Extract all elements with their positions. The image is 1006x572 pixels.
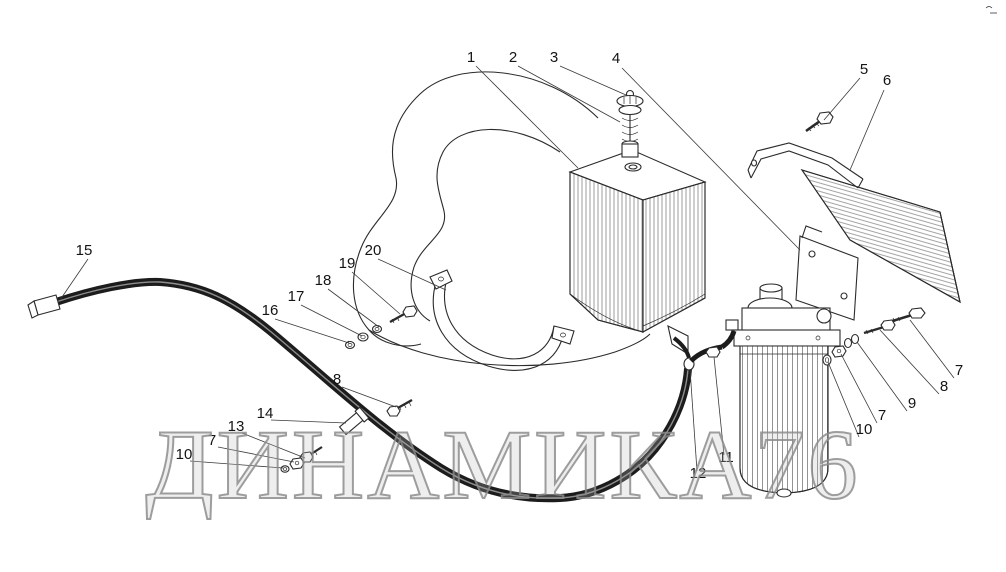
callout-19: 19 xyxy=(339,255,356,272)
callout-15: 15 xyxy=(76,242,93,259)
leader-line xyxy=(351,271,401,315)
leader-line xyxy=(189,460,284,469)
callout-8b: 8 xyxy=(940,378,948,395)
bracket-bolt xyxy=(805,111,834,133)
corner-artifact xyxy=(985,6,997,14)
watermark-text: ДИНАМИКА76 xyxy=(146,409,861,520)
leader-line xyxy=(327,288,380,328)
leader-line xyxy=(59,258,89,301)
callout-12: 12 xyxy=(690,465,707,482)
washer-10-left xyxy=(280,465,290,473)
callout-5: 5 xyxy=(860,61,868,78)
lock-washer-16 xyxy=(344,340,356,350)
leader-lines xyxy=(59,65,955,472)
strap-hardware xyxy=(344,305,418,350)
callout-14: 14 xyxy=(257,405,274,422)
fitting-nut-11 xyxy=(705,346,721,358)
callout-11: 11 xyxy=(718,449,734,466)
callout-7c: 7 xyxy=(208,432,216,449)
callouts: 1 2 3 4 5 6 15 20 19 18 17 16 8 7 8 9 7 … xyxy=(76,49,964,482)
callout-4: 4 xyxy=(612,50,620,67)
filter-fasteners xyxy=(822,307,926,366)
callout-10b: 10 xyxy=(176,446,193,463)
leader-line xyxy=(377,258,447,291)
callout-6: 6 xyxy=(883,72,891,89)
washer-9 xyxy=(843,333,860,349)
callout-2: 2 xyxy=(509,49,517,66)
decorative-swirl xyxy=(352,71,651,367)
hose-clamp-14 xyxy=(338,406,370,436)
leader-line xyxy=(341,386,397,408)
leader-line xyxy=(879,329,940,395)
leader-line xyxy=(827,361,860,438)
leader-line xyxy=(689,368,698,472)
nut-7 xyxy=(831,345,847,358)
leader-line xyxy=(713,356,725,456)
hose-clamp-group xyxy=(280,398,413,473)
leader-line xyxy=(840,353,878,424)
callout-7a: 7 xyxy=(955,362,963,379)
leader-line xyxy=(475,65,579,169)
fuel-filter xyxy=(725,283,841,498)
callout-16: 16 xyxy=(262,302,279,319)
washer-18 xyxy=(371,324,383,334)
leader-line xyxy=(241,432,306,459)
tank-strap xyxy=(429,269,575,371)
support-bracket xyxy=(747,142,961,304)
callout-9: 9 xyxy=(908,395,916,412)
leader-line xyxy=(823,77,861,121)
filter-mounting-plate xyxy=(795,225,859,321)
leader-line xyxy=(300,304,363,337)
filter-inlet-port xyxy=(725,319,739,331)
leader-line xyxy=(270,419,347,424)
washer-10 xyxy=(822,354,832,366)
leader-line xyxy=(517,65,621,123)
leader-line xyxy=(274,318,350,344)
leader-line xyxy=(856,341,908,412)
leader-line xyxy=(559,65,627,96)
callout-10a: 10 xyxy=(856,421,873,438)
callout-18: 18 xyxy=(315,272,332,289)
fuel-hose xyxy=(27,277,737,503)
leader-line xyxy=(909,319,955,379)
callout-8a: 8 xyxy=(333,371,341,388)
bolt-8-left xyxy=(386,398,413,417)
filler-cap-assembly xyxy=(616,89,644,158)
washer-17 xyxy=(357,332,369,342)
callout-7b: 7 xyxy=(878,407,886,424)
bolt-8 xyxy=(863,319,896,335)
bolt-19 xyxy=(389,305,418,324)
callout-17: 17 xyxy=(288,288,305,305)
callout-13: 13 xyxy=(228,418,245,435)
callout-1: 1 xyxy=(467,49,475,66)
hose-end-fitting-15 xyxy=(33,294,61,316)
clamp-bolt-13 xyxy=(299,446,323,463)
callout-20: 20 xyxy=(365,242,382,259)
leader-line xyxy=(217,446,295,463)
expansion-tank xyxy=(568,149,707,355)
nut-7-left xyxy=(289,457,305,470)
leader-line xyxy=(621,67,801,251)
callout-3: 3 xyxy=(550,49,558,66)
leader-line xyxy=(849,89,885,171)
